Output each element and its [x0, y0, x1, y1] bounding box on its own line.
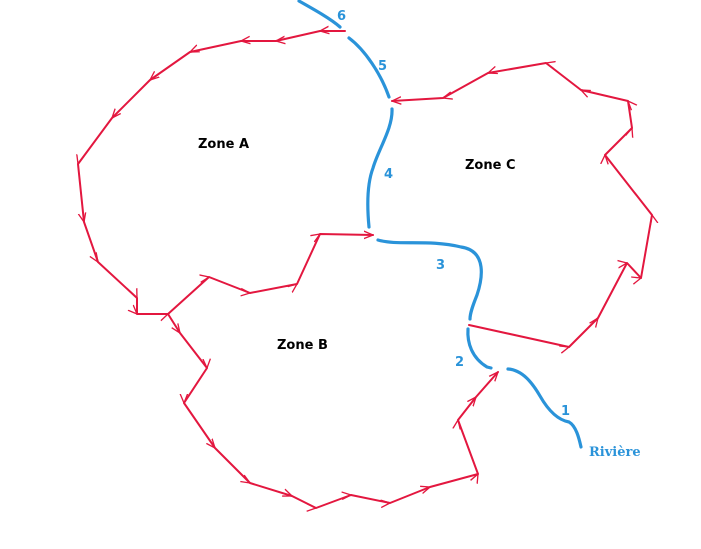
segment-label-3: 3 [436, 258, 445, 273]
zone-c-boundary [392, 63, 652, 347]
segment-label-1: 1 [561, 404, 570, 419]
segment-label-2: 2 [455, 355, 464, 370]
zone-a-label: Zone A [198, 137, 249, 152]
zone-c-label: Zone C [465, 158, 516, 173]
river-segment-3 [376, 238, 483, 321]
zone-a-boundary [78, 31, 374, 314]
segment-label-6: 6 [337, 9, 346, 24]
zone-b-boundary [167, 313, 498, 508]
river-segment-5 [347, 36, 391, 99]
segment-label-5: 5 [378, 59, 387, 74]
labels: Zone A Zone B Zone C Rivière 1 2 3 4 5 6 [198, 9, 641, 460]
zone-b-label: Zone B [277, 338, 328, 353]
boundaries [78, 31, 652, 508]
segment-label-4: 4 [384, 167, 393, 182]
river-segment-1 [506, 367, 583, 449]
river-segment-6 [297, 0, 342, 29]
river-segment-4 [366, 107, 394, 229]
river-segment-2 [466, 327, 493, 370]
river [297, 0, 583, 449]
river-label: Rivière [589, 445, 641, 460]
